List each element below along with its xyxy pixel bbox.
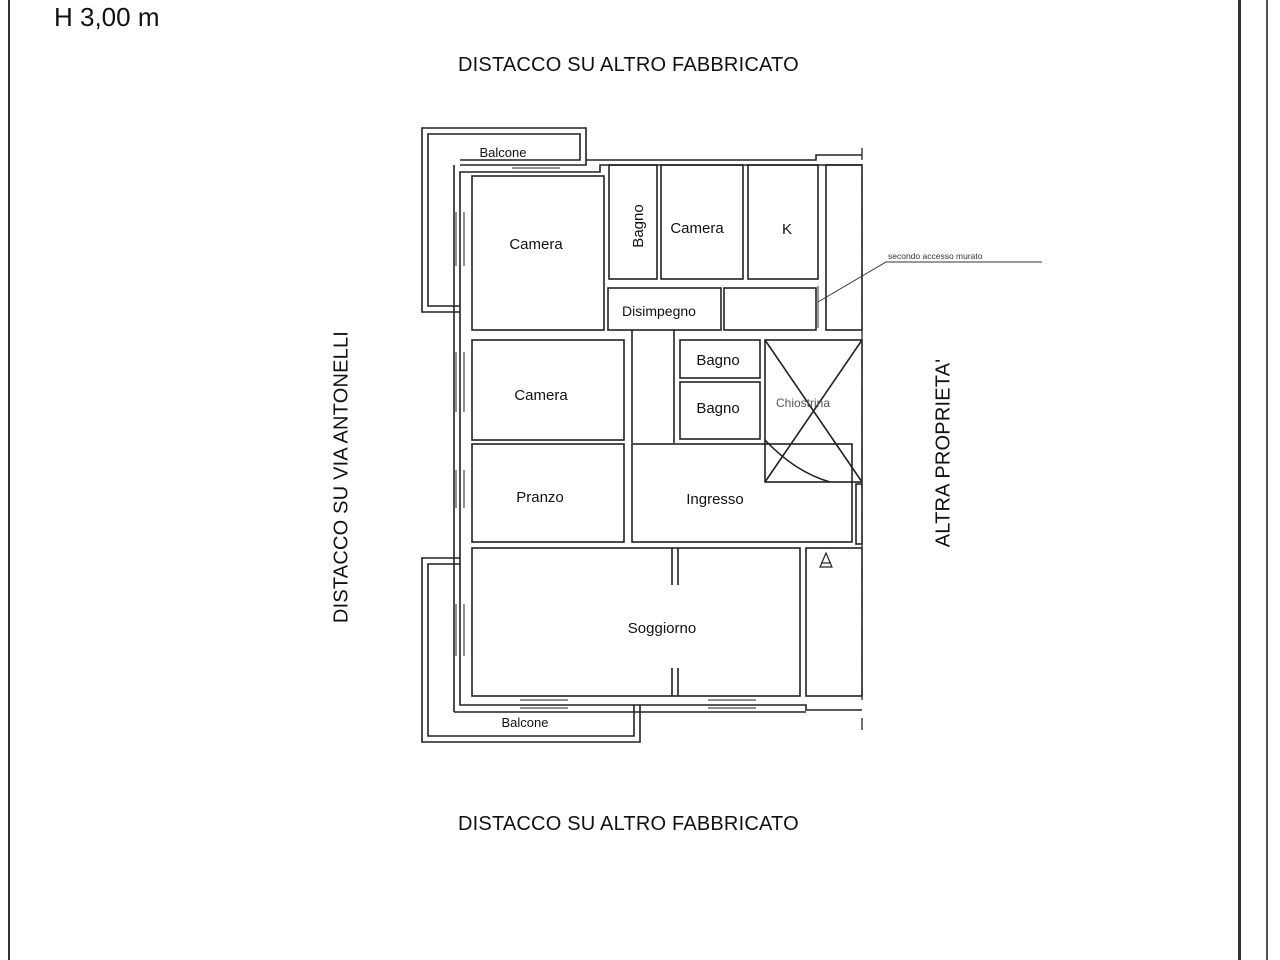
bottom-boundary-label: DISTACCO SU ALTRO FABBRICATO xyxy=(458,813,799,835)
room-label-bagno-2: Bagno xyxy=(696,400,739,417)
walled-access-annotation: secondo accesso murato xyxy=(888,251,983,261)
balcony-top xyxy=(421,127,587,313)
drawing-frame-left xyxy=(8,0,10,960)
room-label-disimpegno: Disimpegno xyxy=(622,303,696,319)
room-disimpegno-walls xyxy=(607,287,722,331)
room-label-chiostrina: Chiostrina xyxy=(776,396,830,410)
room-label-ingresso: Ingresso xyxy=(686,491,744,508)
room-label-camera-2: Camera xyxy=(670,220,724,237)
room-label-bagno-vertical: Bagno xyxy=(630,204,647,247)
shaft-top-right-walls xyxy=(825,164,863,331)
drawing-frame-right-outer xyxy=(1266,0,1268,960)
room-label-bagno-1: Bagno xyxy=(696,352,739,369)
room-bagno-2-walls xyxy=(679,381,761,440)
ceiling-height-label: H 3,00 m xyxy=(54,2,160,32)
stair-arrow-icon xyxy=(819,551,833,568)
room-label-kitchen: K xyxy=(782,221,792,238)
room-bagno-vertical-walls xyxy=(608,164,658,280)
room-camera-1-walls xyxy=(471,175,605,331)
stairwell-walls xyxy=(805,547,863,697)
room-camera-2-walls xyxy=(660,164,744,280)
room-ingresso-walls xyxy=(631,443,853,543)
room-soggiorno-walls xyxy=(471,547,801,697)
top-boundary-label: DISTACCO SU ALTRO FABBRICATO xyxy=(458,54,799,76)
balcony-bottom xyxy=(421,557,641,743)
room-camera-3-walls xyxy=(471,339,625,441)
walled-access-leader xyxy=(817,261,1042,328)
room-bagno-1-walls xyxy=(679,339,761,379)
room-kitchen-walls xyxy=(747,164,819,280)
corridor-walls xyxy=(723,287,817,331)
room-label-pranzo: Pranzo xyxy=(516,489,564,506)
room-pranzo-walls xyxy=(471,443,625,543)
room-label-soggiorno: Soggiorno xyxy=(628,620,696,637)
room-label-balcone-bottom: Balcone xyxy=(502,715,549,730)
entrance-jamb xyxy=(855,483,863,545)
chiostrina-light-well xyxy=(764,339,863,483)
drawing-frame-right xyxy=(1238,0,1241,960)
room-label-camera-1: Camera xyxy=(509,236,563,253)
room-label-balcone-top: Balcone xyxy=(480,145,527,160)
room-label-camera-3: Camera xyxy=(514,387,568,404)
windows xyxy=(455,159,800,709)
